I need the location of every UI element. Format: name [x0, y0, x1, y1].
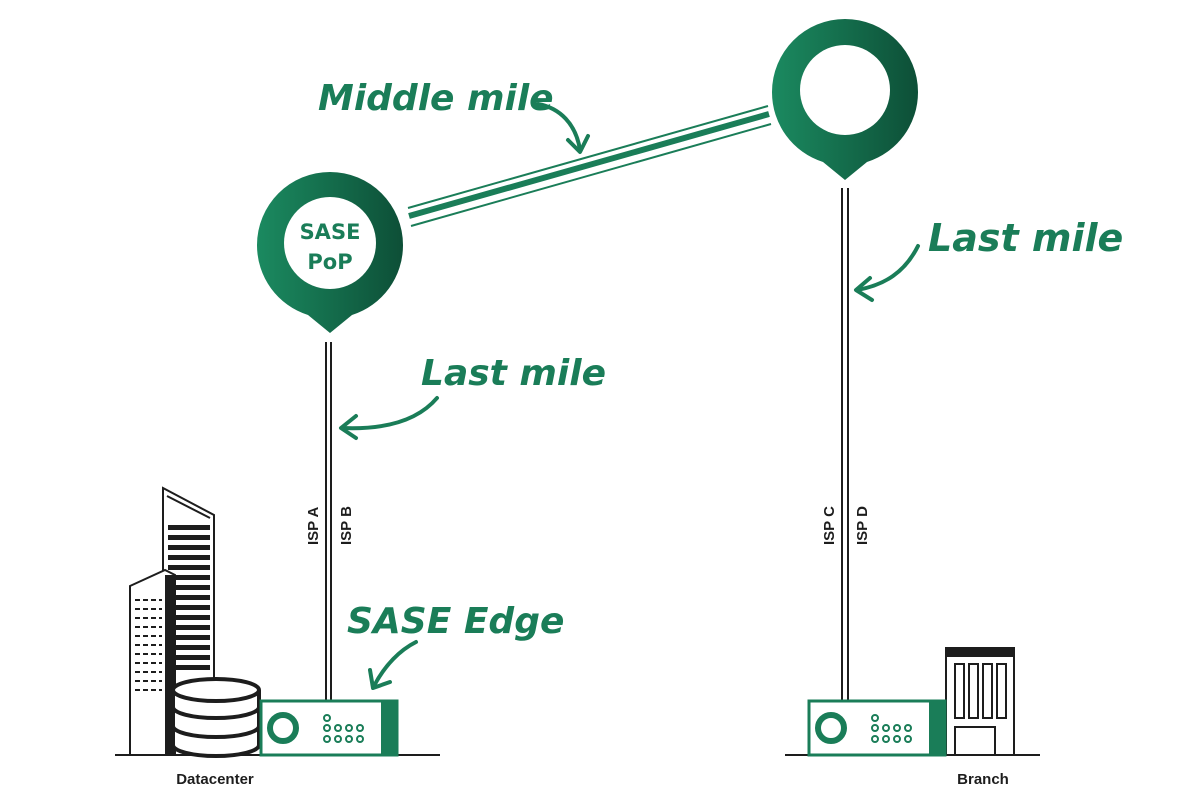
- datacenter-label: Datacenter: [176, 771, 254, 788]
- last-mile-link-right: [841, 188, 849, 700]
- isp-a-label: ISP A: [305, 506, 322, 545]
- sase-edge-label: SASE Edge: [347, 601, 564, 642]
- arrow-sase-edge: [368, 640, 418, 690]
- map-pin-icon: [771, 19, 919, 180]
- arrow-last-mile-right: [854, 244, 920, 302]
- database-icon: [171, 677, 261, 758]
- isp-b-label: ISP B: [338, 506, 355, 545]
- last-mile-label-left: Last mile: [421, 353, 606, 394]
- last-mile-link-left: [325, 342, 332, 700]
- arrow-last-mile-left: [339, 396, 439, 440]
- middle-mile-link: [407, 105, 772, 227]
- last-mile-label-right: Last mile: [928, 216, 1123, 260]
- router-appliance-icon-branch: [807, 699, 947, 757]
- building-icon: [945, 647, 1015, 756]
- router-appliance-icon: [259, 699, 399, 757]
- arrow-middle-mile: [536, 102, 590, 154]
- branch-label: Branch: [957, 771, 1009, 788]
- middle-mile-label: Middle mile: [318, 78, 554, 119]
- office-tower-front: [129, 568, 176, 756]
- sase-pop-label-line1: SASE: [300, 220, 361, 244]
- isp-c-label: ISP C: [821, 506, 838, 545]
- sase-pop-label-line2: PoP: [307, 250, 352, 274]
- isp-d-label: ISP D: [854, 506, 871, 545]
- sase-pop-pin: SASE PoP: [256, 172, 404, 333]
